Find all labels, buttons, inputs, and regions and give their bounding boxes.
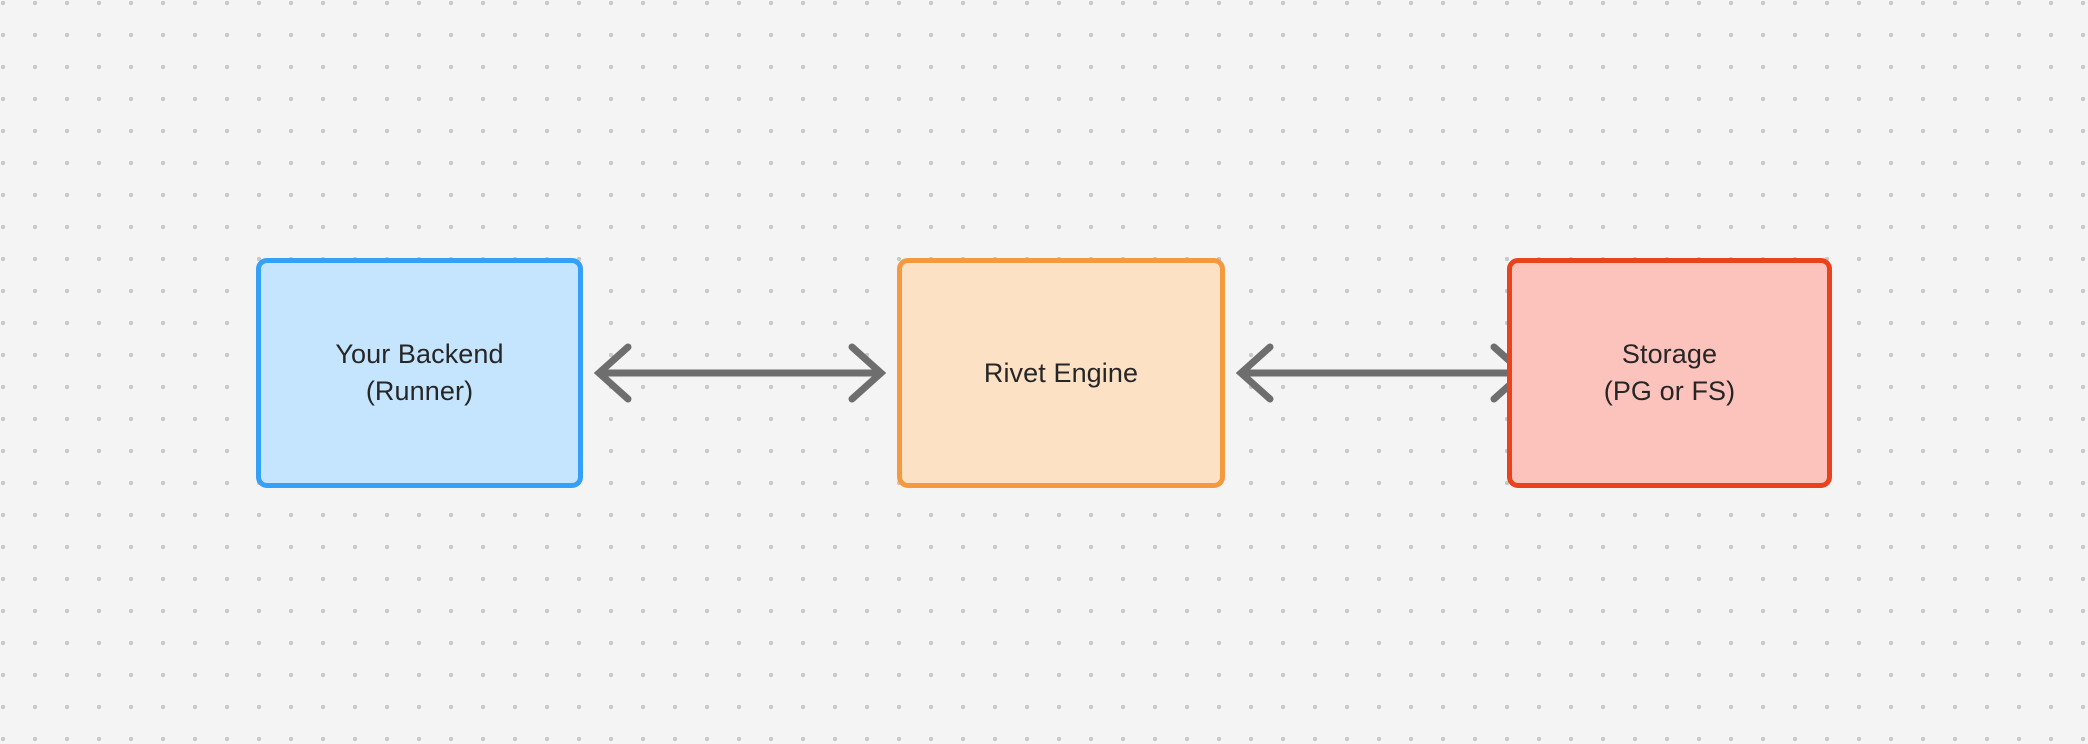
edge-backend-engine[interactable] — [590, 338, 890, 408]
node-rivet-engine[interactable]: Rivet Engine — [897, 258, 1225, 488]
node-your-backend-runner[interactable]: Your Backend (Runner) — [256, 258, 583, 488]
node-label-line1: Rivet Engine — [983, 357, 1139, 388]
bidirectional-arrow-icon — [593, 343, 887, 403]
node-label-line1: Storage — [1621, 339, 1718, 369]
node-storage[interactable]: Storage (PG or FS) — [1507, 258, 1832, 488]
bidirectional-arrow-icon — [1235, 343, 1529, 403]
node-label-line1: Your Backend — [335, 339, 504, 369]
node-label-line2: (PG or FS) — [1603, 376, 1736, 406]
edge-engine-storage[interactable] — [1232, 338, 1532, 408]
node-label-line2: (Runner) — [365, 376, 474, 406]
